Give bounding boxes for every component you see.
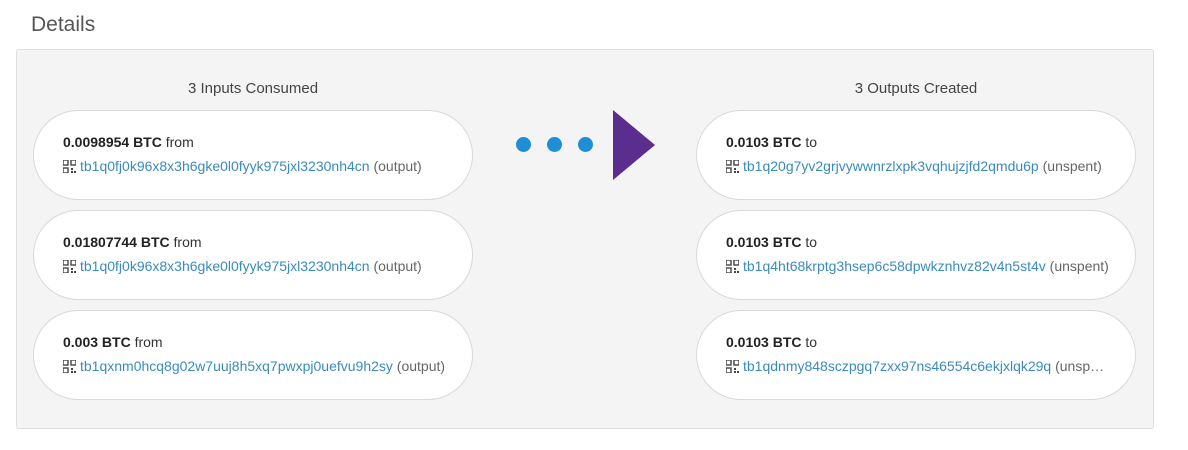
section-title: Details — [31, 13, 96, 36]
qr-code-icon[interactable] — [63, 260, 76, 273]
qr-code-icon[interactable] — [63, 360, 76, 373]
qr-code-icon[interactable] — [726, 260, 739, 273]
input-status[interactable]: (output) — [373, 258, 422, 274]
inputs-header: 3 Inputs Consumed — [187, 80, 319, 97]
input-address-link[interactable]: tb1q0fj0k96x8x3h6gke0l0fyyk975jxl3230nh4… — [80, 258, 370, 274]
output-amount: 0.0103 BTC — [726, 234, 802, 250]
output-address-link[interactable]: tb1q4ht68krptg3hsep6c58dpwkznhvz82v4n5st… — [743, 258, 1046, 274]
output-status[interactable]: (unspent) — [1055, 358, 1111, 374]
dot-icon — [578, 137, 593, 152]
dot-icon — [547, 137, 562, 152]
flow-indicator — [510, 110, 660, 180]
input-amount: 0.01807744 BTC — [63, 234, 170, 250]
right-arrow-icon — [613, 110, 655, 180]
input-preposition: from — [165, 134, 194, 150]
output-preposition: to — [805, 134, 818, 150]
dot-icon — [516, 137, 531, 152]
output-card: 0.0103 BTC to tb1qdnmy848sczpgq7zxx97ns4… — [696, 310, 1136, 400]
input-address-link[interactable]: tb1q0fj0k96x8x3h6gke0l0fyyk975jxl3230nh4… — [80, 158, 370, 174]
input-status[interactable]: (output) — [396, 358, 446, 374]
input-card: 0.003 BTC from tb1qxnm0hcq8g02w7uuj8h5xq… — [33, 310, 473, 400]
qr-code-icon[interactable] — [726, 360, 739, 373]
input-amount: 0.0098954 BTC — [63, 134, 162, 150]
output-amount: 0.0103 BTC — [726, 134, 802, 150]
qr-code-icon[interactable] — [63, 160, 76, 173]
output-preposition: to — [805, 234, 818, 250]
output-amount: 0.0103 BTC — [726, 334, 802, 350]
input-status[interactable]: (output) — [373, 158, 422, 174]
output-status[interactable]: (unspent) — [1042, 158, 1102, 174]
outputs-header: 3 Outputs Created — [854, 80, 978, 97]
output-preposition: to — [805, 334, 818, 350]
input-card: 0.0098954 BTC from tb1q0fj0k96x8x3h6gke0… — [33, 110, 473, 200]
input-preposition: from — [173, 234, 202, 250]
input-preposition: from — [134, 334, 163, 350]
qr-code-icon[interactable] — [726, 160, 739, 173]
output-address-link[interactable]: tb1qdnmy848sczpgq7zxx97ns46554c6ekjxlqk2… — [743, 358, 1052, 374]
input-address-link[interactable]: tb1qxnm0hcq8g02w7uuj8h5xq7pwxpj0uefvu9h2… — [80, 358, 393, 374]
output-card: 0.0103 BTC to tb1q20g7yv2grjvywwnrzlxpk3… — [696, 110, 1136, 200]
output-status[interactable]: (unspent) — [1049, 258, 1109, 274]
output-card: 0.0103 BTC to tb1q4ht68krptg3hsep6c58dpw… — [696, 210, 1136, 300]
input-card: 0.01807744 BTC from tb1q0fj0k96x8x3h6gke… — [33, 210, 473, 300]
output-address-link[interactable]: tb1q20g7yv2grjvywwnrzlxpk3vqhujzjfd2qmdu… — [743, 158, 1039, 174]
input-amount: 0.003 BTC — [63, 334, 131, 350]
